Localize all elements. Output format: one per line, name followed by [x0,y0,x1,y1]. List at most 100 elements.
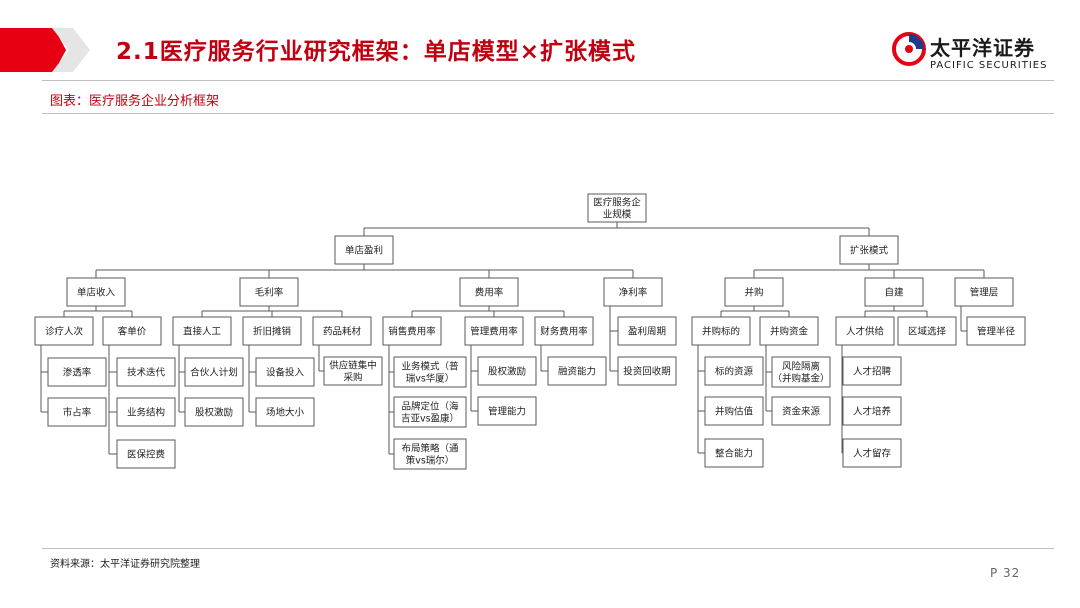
node-label: 资金来源 [782,406,821,418]
node-box [954,277,1014,307]
node-label: 单店收入 [77,287,116,299]
node-label: 人才供给 [846,326,885,338]
node-zjtx: 折旧摊销 [242,316,302,346]
node-label: 品牌定位（海 [401,401,459,413]
node-bgzj: 并购资金 [759,316,819,346]
node-box [547,356,607,386]
node-sbtr: 设备投入 [255,357,315,387]
node-label: 自建 [884,287,904,299]
node-jsdd: 技术迭代 [116,357,176,387]
node-box [464,316,524,346]
node-box [603,277,663,307]
node-xsfyl: 销售费用率 [382,316,442,346]
node-box [704,396,764,426]
node-kz: 扩张模式 [839,235,899,265]
node-bdzy: 标的资源 [704,356,764,386]
node-label: 医保控费 [127,449,165,461]
node-box [172,316,232,346]
node-box [759,316,819,346]
node-box [835,316,895,346]
node-box [587,193,647,223]
node-glbj: 管理半径 [966,316,1026,346]
node-label: 管理半径 [977,326,1016,338]
node-box [724,277,784,307]
node-box [116,397,176,427]
node-fyl: 费用率 [459,277,519,307]
node-zlrc: 诊疗人次 [34,316,94,346]
node-label: 融资能力 [558,366,596,378]
node-label: 医疗服务企 [593,197,641,209]
node-box [323,356,383,386]
node-zhnl: 整合能力 [704,438,764,468]
node-label: 业务结构 [127,407,165,419]
node-label: 业务模式（普 [401,361,459,373]
node-cwfyl: 财务费用率 [534,316,594,346]
node-bggz: 并购估值 [704,396,764,426]
node-label: 毛利率 [255,287,284,299]
node-label: 单店盈利 [345,245,383,257]
node-label: 扩张模式 [850,245,889,257]
node-box [184,397,244,427]
page-number: P 32 [990,566,1021,580]
node-box [534,316,594,346]
node-box [184,357,244,387]
node-label: 业规模 [603,209,632,221]
node-label: 并购资金 [770,326,809,338]
node-box [897,316,957,346]
node-bg: 并购 [724,277,784,307]
figure-label-divider [42,113,1054,114]
footer-divider [42,548,1054,549]
node-box [334,235,394,265]
node-mll: 毛利率 [239,277,299,307]
node-label: 诊疗人次 [45,326,84,338]
pacific-securities-logo-icon [892,32,926,66]
node-ywjg: 业务结构 [116,397,176,427]
header-divider [42,80,1054,81]
node-ylzq: 盈利周期 [617,316,677,346]
node-scl: 市占率 [47,397,107,427]
node-rznl: 融资能力 [547,356,607,386]
node-label: 采购 [343,372,362,384]
brand-logo-block: 太平洋证券 PACIFIC SECURITIES [892,30,1062,76]
node-box [842,356,902,386]
node-box [312,316,372,346]
node-label: 设备投入 [266,367,305,379]
node-label: 市占率 [63,407,92,419]
node-hhrjh: 合伙人计划 [184,357,244,387]
node-label: 供应链集中 [329,360,377,372]
node-label: 标的资源 [715,366,754,378]
node-jll: 净利率 [603,277,663,307]
node-label: 区域选择 [908,326,947,338]
node-box [477,396,537,426]
node-box [116,439,176,469]
node-label: 管理层 [970,287,999,299]
node-ybkf: 医保控费 [116,439,176,469]
node-box [242,316,302,346]
node-label: 技术迭代 [127,367,166,379]
node-label: 管理费用率 [470,326,518,338]
node-label: 财务费用率 [540,326,588,338]
node-label: 投资回收期 [623,366,671,378]
source-note: 资料来源：太平洋证券研究院整理 [50,559,200,570]
title-tab-red [0,28,66,72]
node-label: 场地大小 [266,407,305,419]
node-bgbd: 并购标的 [691,316,751,346]
brand-name-cn: 太平洋证券 [930,36,1035,60]
node-label: （并购基金） [772,373,829,385]
node-box [864,277,924,307]
node-box [239,277,299,307]
node-label: 管理能力 [488,406,526,418]
node-gqjl2: 股权激励 [477,356,537,386]
node-box [459,277,519,307]
page-title: 2.1医疗服务行业研究框架：单店模型×扩张模式 [116,39,637,65]
node-glc: 管理层 [954,277,1014,307]
node-label: 客单价 [118,326,147,338]
node-label: 直接人工 [183,326,222,338]
node-box [704,356,764,386]
node-label: 费用率 [475,287,504,299]
node-box [771,356,831,388]
node-label: 风险隔离 [782,361,820,373]
